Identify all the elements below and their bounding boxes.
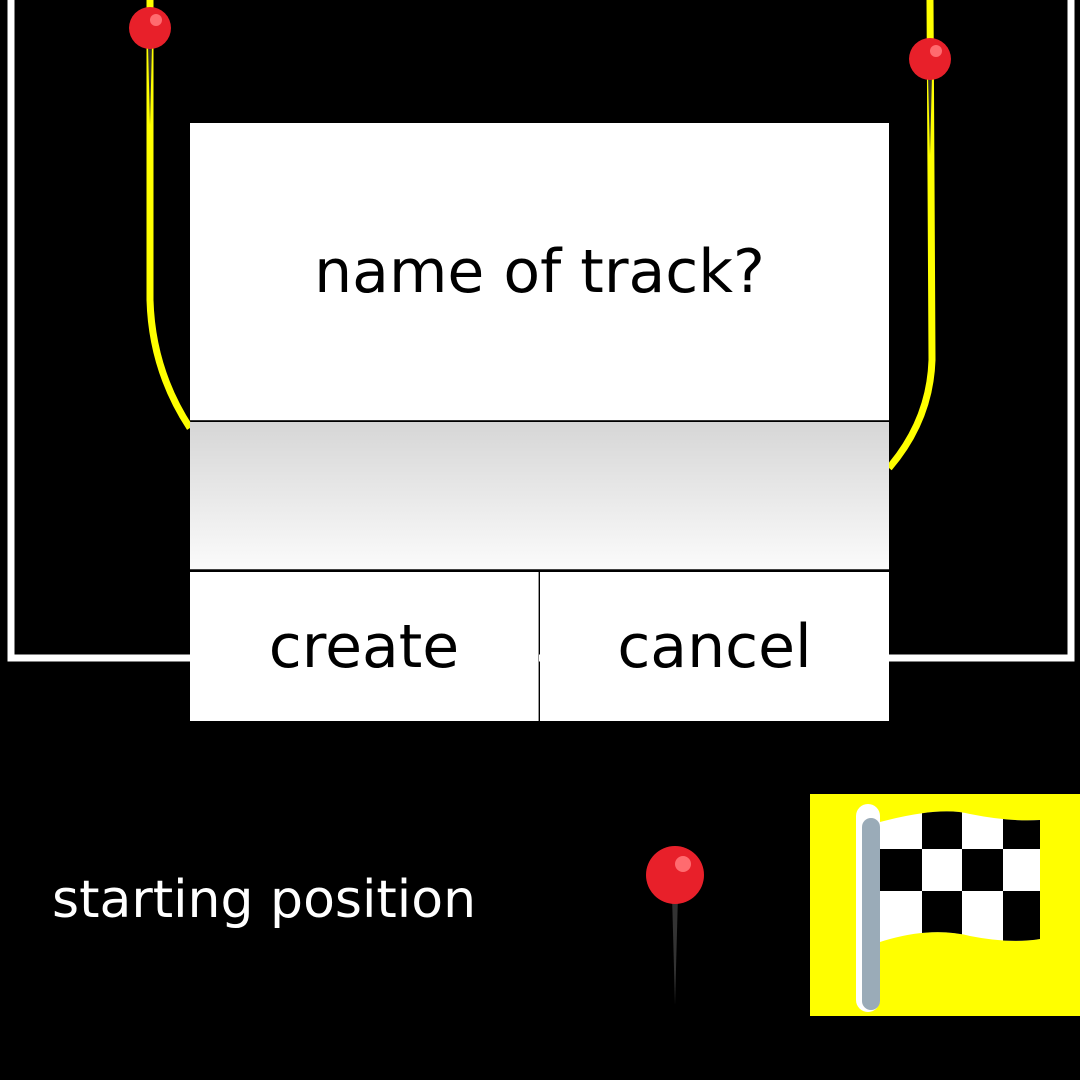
red-pushpin-icon[interactable] (640, 840, 710, 1010)
create-button[interactable]: create (190, 572, 539, 721)
cancel-button[interactable]: cancel (540, 572, 889, 721)
track-name-dialog: name of track? create cancel (190, 123, 889, 721)
starting-position-label: starting position (52, 870, 477, 930)
checkered-flag-icon (856, 804, 1040, 1012)
finish-flag-button[interactable] (810, 794, 1080, 1016)
track-line-left (146, 0, 193, 430)
track-line-right (886, 0, 936, 471)
dialog-title: name of track? (190, 123, 889, 421)
pin-marker[interactable] (129, 7, 171, 125)
pin-marker[interactable] (909, 38, 951, 155)
track-name-input[interactable] (190, 422, 889, 570)
